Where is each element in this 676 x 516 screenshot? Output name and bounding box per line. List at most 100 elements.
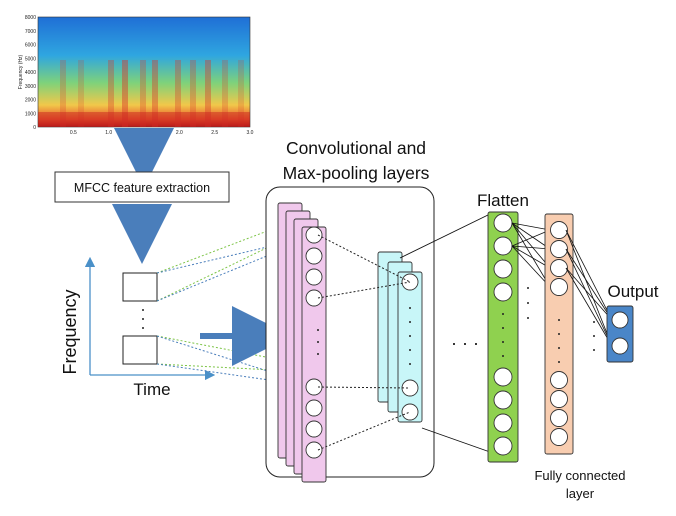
spectrogram-streak — [222, 60, 228, 127]
spectrogram-ylabel: Frequency (Hz) — [18, 54, 24, 89]
spectrogram-x-tick: 2.5 — [211, 130, 218, 136]
flatten-fc-link — [511, 222, 551, 250]
flatten-dot — [502, 355, 504, 357]
fc-neuron — [550, 259, 568, 277]
ellipsis-between-layers: · · · — [451, 333, 479, 353]
fc-output-link — [565, 267, 613, 321]
fc-gap-dot — [527, 302, 529, 304]
fc-output-link — [565, 229, 613, 321]
flatten-neuron — [493, 282, 513, 302]
conv-block-title-line1: Convolutional and — [286, 138, 426, 158]
pool-map-dot — [409, 321, 411, 323]
fc-neuron — [550, 371, 568, 389]
flatten-to-fc-links — [511, 222, 551, 288]
spectrogram-x-tick: 3.0 — [247, 130, 254, 136]
feature-patch-bottom — [122, 335, 158, 365]
feature-patch-top — [122, 272, 158, 302]
spectrogram-streak — [108, 60, 114, 127]
fc-dot — [558, 361, 560, 363]
conv-map-neuron — [305, 289, 323, 307]
spectrogram-streak — [152, 60, 158, 127]
fc-output-link — [565, 248, 613, 347]
spectrogram-y-tick: 8000 — [25, 15, 36, 21]
spectrogram-y-tick: 4000 — [25, 70, 36, 76]
output-label: Output — [607, 282, 658, 301]
flatten-layer — [487, 211, 519, 463]
flatten-dot — [502, 327, 504, 329]
fc-label-line2: layer — [566, 486, 595, 501]
spectrogram-image — [37, 16, 251, 128]
fc-neuron — [550, 278, 568, 296]
spectrogram-streak — [175, 60, 181, 127]
flatten-label: Flatten — [477, 191, 529, 210]
spectrogram-streak — [205, 60, 211, 127]
spectrogram-texture — [38, 60, 250, 127]
fc-neuron — [550, 428, 568, 446]
conv-map-neuron — [305, 441, 323, 459]
spectrogram-y-tick: 2000 — [25, 98, 36, 104]
spectrogram-y-tick: 3000 — [25, 84, 36, 90]
feature-patch-dots — [142, 309, 144, 329]
output-layer — [606, 305, 634, 363]
conv-map-dot — [317, 353, 319, 355]
fc-gap-dot — [527, 317, 529, 319]
flatten-fc-link — [511, 245, 551, 288]
fc-output-link — [565, 229, 613, 347]
time-axis-label: Time — [133, 380, 170, 399]
spectrogram-y-tick: 0 — [33, 125, 36, 131]
spectrogram-y-tick: 5000 — [25, 56, 36, 62]
flatten-neuron — [493, 367, 513, 387]
flatten-dot — [502, 341, 504, 343]
flatten-neuron — [493, 413, 513, 433]
flatten-neuron — [493, 390, 513, 410]
pool-feature-map-stack — [377, 251, 423, 423]
pool-map-neuron — [401, 403, 419, 421]
pool-map-bar — [397, 271, 423, 423]
spectrogram-streak — [190, 60, 196, 127]
fc-neuron — [550, 240, 568, 258]
conv-map-neuron — [305, 226, 323, 244]
conv-block-title-line2: Max-pooling layers — [283, 163, 430, 183]
conv-map-neuron — [305, 247, 323, 265]
flatten-fc-link — [511, 229, 551, 247]
fc-output-link — [565, 248, 613, 321]
spectrogram-streak — [122, 60, 128, 127]
conv-map-neuron — [305, 268, 323, 286]
pool-to-flatten-links — [399, 213, 491, 453]
flatten-fc-link — [511, 222, 551, 288]
conv-to-pool-links — [317, 234, 411, 451]
output-neuron — [611, 337, 629, 355]
fc-neuron — [550, 409, 568, 427]
conv-map-neuron — [305, 399, 323, 417]
flatten-neuron — [493, 236, 513, 256]
flatten-neuron — [493, 213, 513, 233]
spectrogram-streak — [78, 60, 84, 127]
fc-output-link — [565, 267, 613, 347]
feature-axes: Frequency Time — [60, 256, 216, 399]
spectrogram-streak — [140, 60, 146, 127]
fc-to-output-links — [565, 229, 613, 351]
spectrogram-x-tick: 1.0 — [105, 130, 112, 136]
conv-map-dot — [317, 341, 319, 343]
fc-dot — [558, 333, 560, 335]
conv-map-dot — [317, 329, 319, 331]
pool-map-dot — [409, 363, 411, 365]
spectrogram-x-tick: 0.5 — [70, 130, 77, 136]
flatten-fc-link — [511, 222, 551, 269]
conv-map-neuron — [305, 378, 323, 396]
fully-connected-layer — [527, 213, 574, 455]
spectrogram-y-tick: 6000 — [25, 43, 36, 49]
output-neuron — [611, 311, 629, 329]
spectrogram-y-tick: 1000 — [25, 111, 36, 117]
flatten-neuron — [493, 259, 513, 279]
flatten-dot — [502, 313, 504, 315]
spectrogram-x-ticks: 0.51.01.52.02.53.0 — [70, 130, 254, 136]
fc-dot — [558, 347, 560, 349]
mfcc-box-label: MFCC feature extraction — [74, 181, 210, 195]
flatten-fc-link — [511, 245, 551, 269]
spectrogram-x-tick: 2.0 — [176, 130, 183, 136]
fc-neuron — [550, 221, 568, 239]
flatten-fc-link — [511, 222, 551, 231]
